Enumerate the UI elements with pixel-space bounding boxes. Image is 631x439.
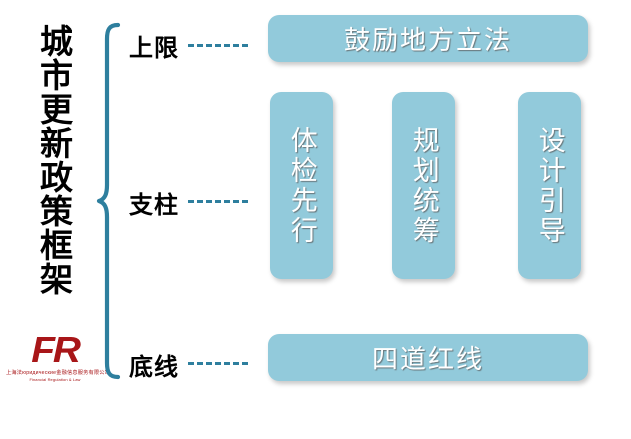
page-title: 城市更新政策框架 (22, 24, 84, 324)
connector-dash-pillar (188, 200, 248, 203)
row-label-pillar: 支柱 (129, 192, 179, 219)
logo-company-name-en: Financial Regulation & Law (29, 377, 81, 382)
box-label: 四道红线 (371, 344, 484, 374)
box-four-red-lines[interactable]: 四道红线 (268, 334, 588, 381)
row-label-upper-limit: 上限 (129, 35, 179, 62)
connector-dash-upper-limit (188, 44, 248, 47)
logo-company-name-cn: 上海法юридические金融信息服务有限公司 (6, 370, 111, 376)
curly-brace-icon (96, 22, 121, 380)
box-encourage-local-legislation[interactable]: 鼓励地方立法 (268, 15, 588, 62)
box-label: 鼓励地方立法 (343, 25, 512, 55)
box-planning-coordination[interactable]: 规划统筹 (392, 92, 455, 279)
box-label: 体检先行 (286, 125, 317, 246)
box-label: 设计引导 (534, 125, 565, 246)
box-physical-examination-first[interactable]: 体检先行 (270, 92, 333, 279)
page-title-text: 城市更新政策框架 (35, 24, 73, 296)
company-logo: FR 上海法юридические金融信息服务有限公司 Financial Re… (6, 332, 111, 390)
box-design-guidance[interactable]: 设计引导 (518, 92, 581, 279)
box-label: 规划统筹 (408, 125, 439, 246)
row-label-bottom-line: 底线 (129, 354, 179, 381)
logo-mark-fr: FR (31, 329, 81, 370)
connector-dash-bottom-line (188, 362, 248, 365)
